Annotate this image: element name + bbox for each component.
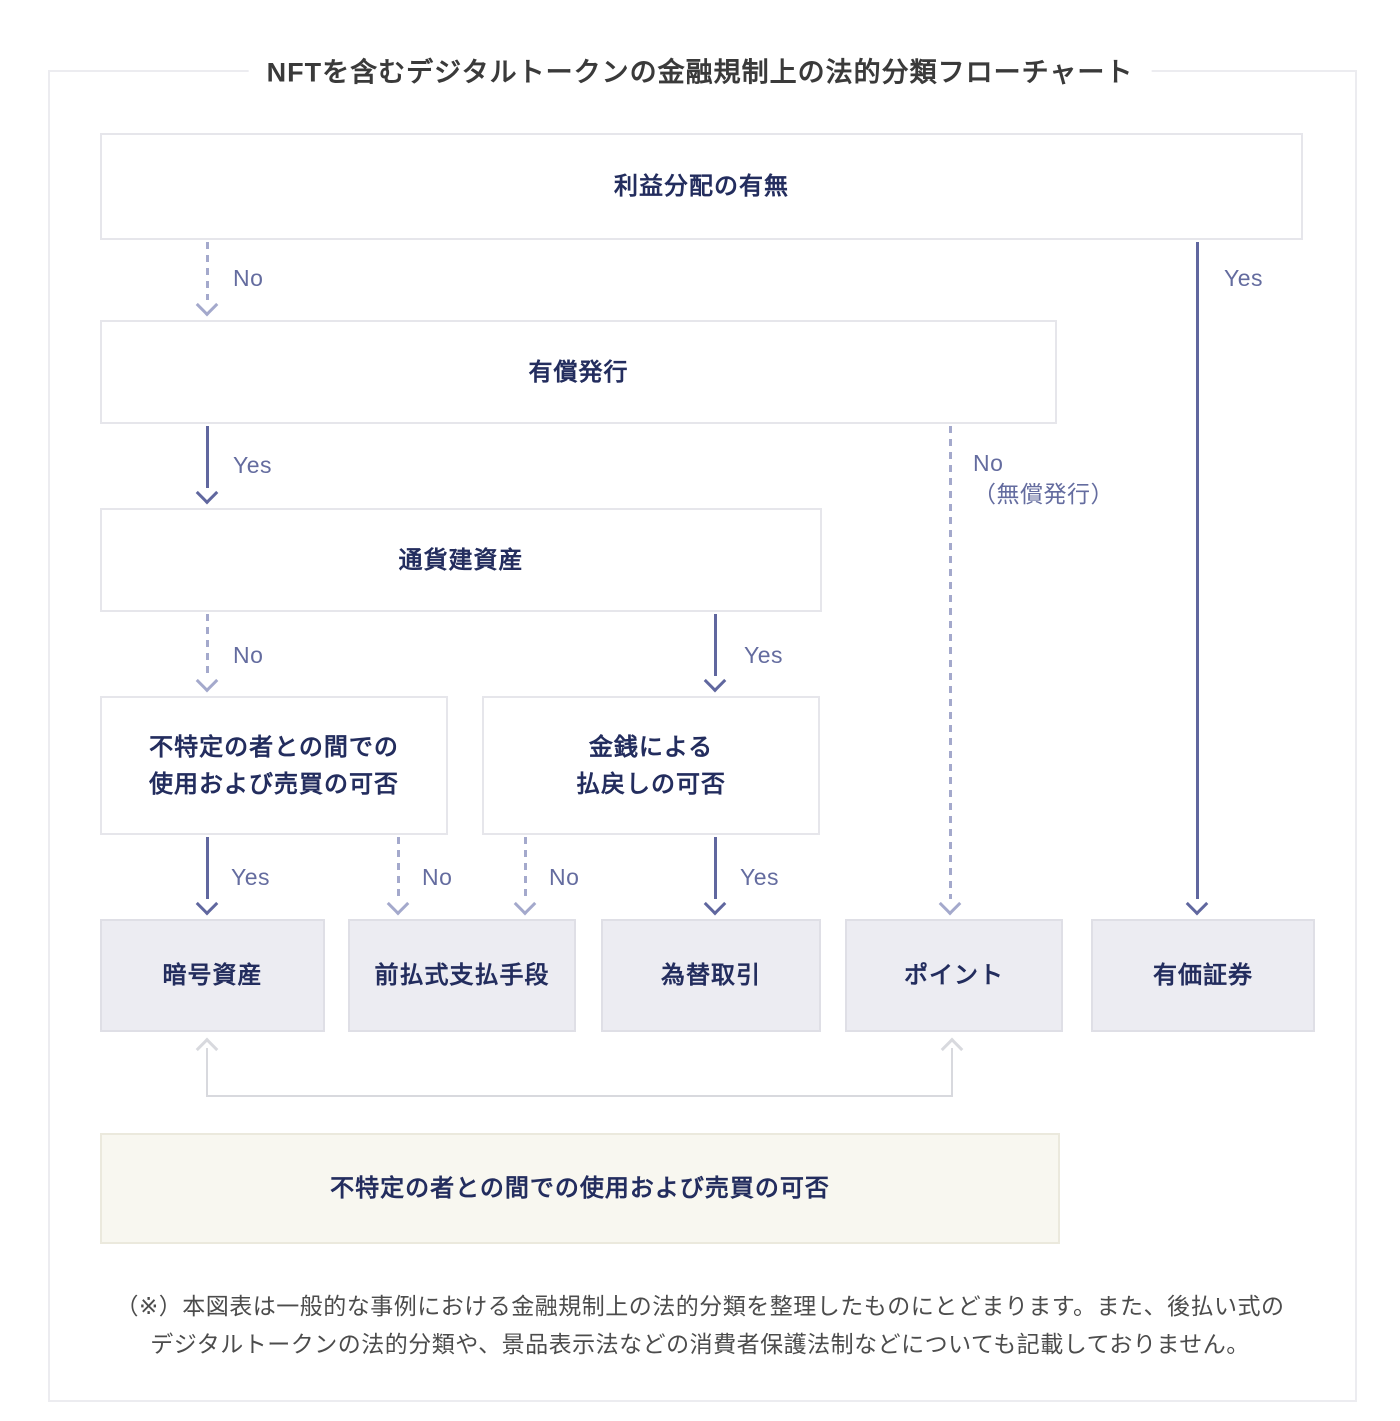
edge-profit-no-line [206,242,209,300]
edge-currency-yes-label: Yes [744,642,784,668]
result-securities: 有価証券 [1091,919,1315,1032]
result-prepaid-payment: 前払式支払手段 [348,919,576,1032]
node-monetary-refund: 金銭による 払戻しの可否 [482,696,820,835]
edge-paid-yes-line [206,426,209,488]
result-exchange-transaction: 為替取引 [601,919,821,1032]
edge-paid-yes-label: Yes [233,452,273,478]
edge-refund-no-label: No [549,864,580,890]
connector-left-line [206,1048,208,1097]
result-crypto-asset: 暗号資産 [100,919,325,1032]
edge-profit-no-label: No [233,265,264,291]
bottom-note-box: 不特定の者との間での使用および売買の可否 [100,1133,1060,1244]
edge-profit-yes-line [1196,242,1199,899]
connector-horizontal-line [206,1095,953,1097]
flowchart-title: NFTを含むデジタルトークンの金融規制上の法的分類フローチャート [248,50,1152,90]
footnote-line-1: （※）本図表は一般的な事例における金融規制上の法的分類を整理したものにとどまりま… [115,1293,1285,1319]
edge-profit-yes-label: Yes [1224,265,1264,291]
edge-unspecified-no-line [397,837,400,899]
node-paid-issuance: 有償発行 [100,320,1057,424]
node-currency-denominated-asset: 通貨建資産 [100,508,822,612]
edge-paid-no-label: No （無償発行） [973,450,1114,507]
connector-right-line [951,1048,953,1097]
edge-refund-no-line [524,837,527,899]
footnote-line-2: デジタルトークンの法的分類や、景品表示法などの消費者保護法制などについても記載し… [150,1331,1250,1357]
edge-unspecified-yes-label: Yes [231,864,271,890]
edge-unspecified-no-label: No [422,864,453,890]
edge-currency-no-label: No [233,642,264,668]
footnote: （※）本図表は一般的な事例における金融規制上の法的分類を整理したものにとどまりま… [60,1287,1340,1363]
edge-paid-no-line [949,426,952,899]
edge-refund-yes-line [714,837,717,899]
edge-currency-no-line [206,614,209,676]
result-points: ポイント [845,919,1063,1032]
edge-refund-yes-label: Yes [740,864,780,890]
node-profit-distribution: 利益分配の有無 [100,133,1303,240]
edge-unspecified-yes-line [206,837,209,899]
edge-currency-yes-line [714,614,717,676]
node-unspecified-use-trade: 不特定の者との間での 使用および売買の可否 [100,696,448,835]
